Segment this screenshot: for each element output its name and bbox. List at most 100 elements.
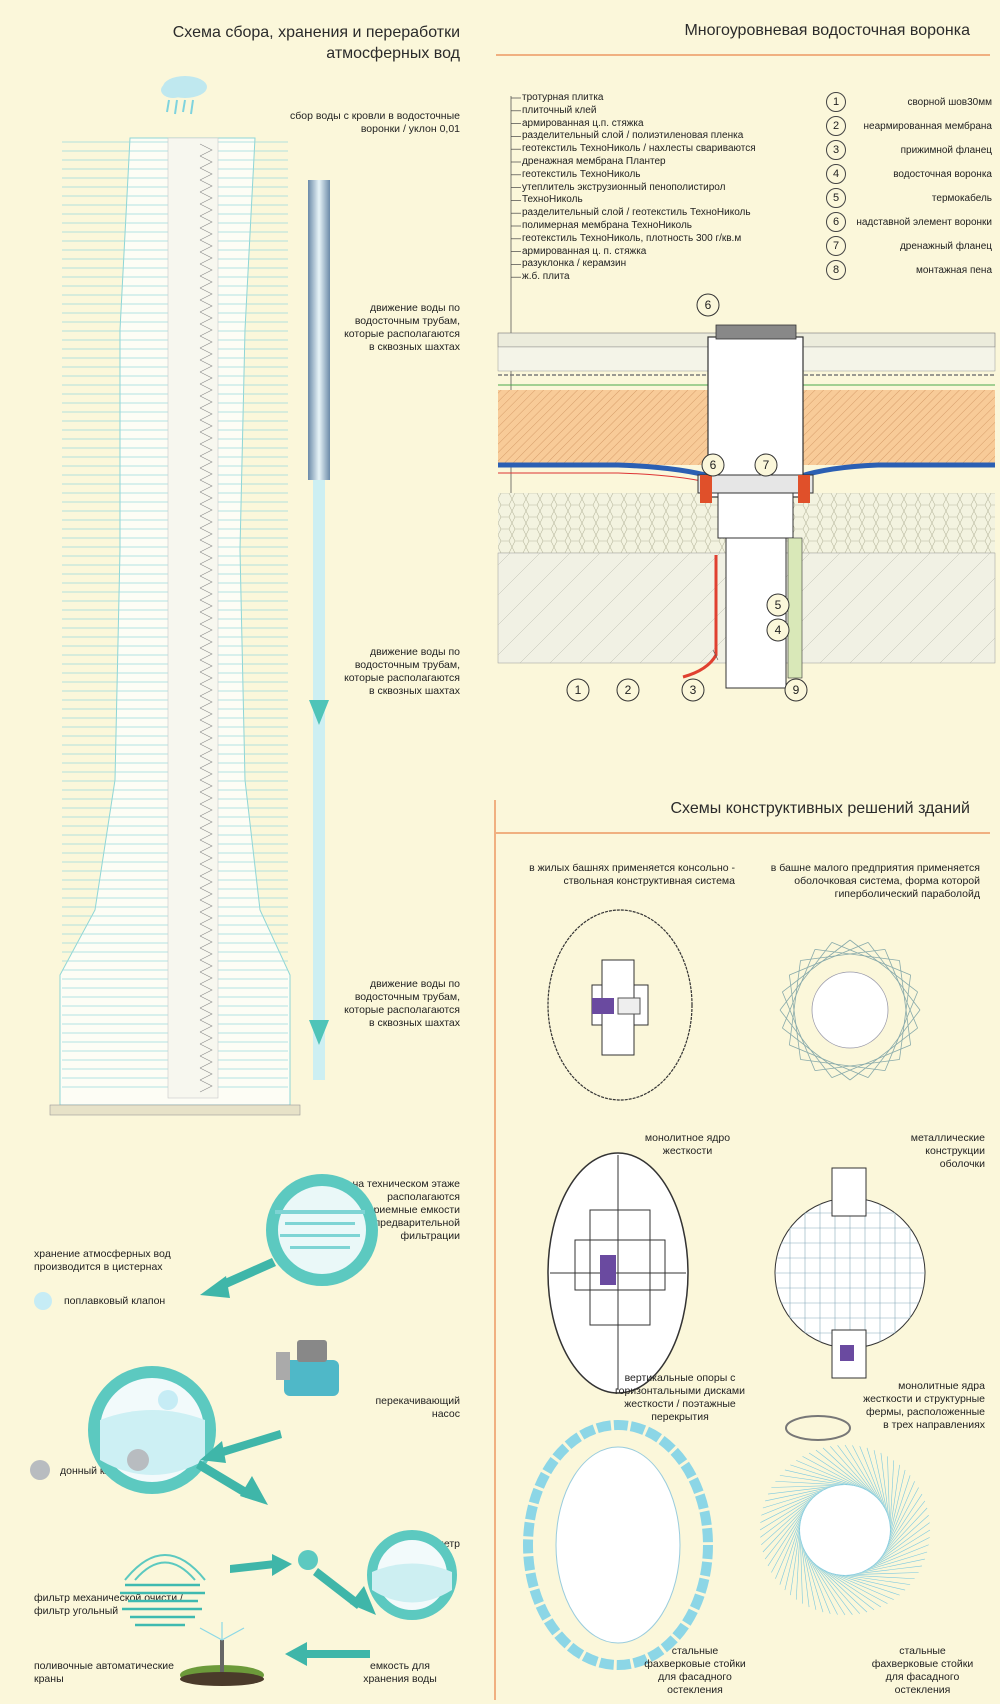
shell-strut <box>782 991 816 1071</box>
spiral-strut <box>815 1449 876 1498</box>
spiral-strut <box>884 1481 915 1552</box>
shell-strut <box>884 949 918 1029</box>
spiral-strut <box>873 1450 890 1525</box>
spiral-strut <box>854 1551 928 1575</box>
vertical-divider <box>494 800 496 1700</box>
stair-flight <box>199 551 213 565</box>
label-move1: движение воды по водосточным трубам, кот… <box>344 302 460 353</box>
shell-strut <box>779 1009 833 1078</box>
spiral-strut <box>784 1469 859 1488</box>
label-pump: перекачивающий насос <box>375 1395 460 1420</box>
shell-strut <box>884 991 918 1071</box>
spiral-strut <box>886 1475 911 1548</box>
legend-number: 5 <box>826 188 846 208</box>
downpipe <box>308 180 330 1080</box>
layer-item: тротурная плитка <box>522 92 604 103</box>
stair-flight <box>199 971 213 985</box>
spiral-strut <box>775 1508 806 1579</box>
stair-flight <box>199 299 213 313</box>
struct-title: Схемы конструктивных решений зданий <box>670 800 970 817</box>
stair-flight <box>199 503 213 517</box>
spiral-strut <box>795 1523 801 1600</box>
spiral-strut <box>806 1553 853 1615</box>
spiral-strut <box>866 1447 890 1521</box>
stair-flight <box>199 995 213 1009</box>
spiral-strut <box>767 1484 844 1495</box>
label-tank: емкость для хранения воды <box>363 1660 437 1685</box>
layer-item: дренажная мембрана Плантер <box>522 155 666 167</box>
layer-item: плиточный клей <box>522 104 597 116</box>
stair-flight <box>199 431 213 445</box>
spiral-strut <box>800 1535 817 1610</box>
stair-flight <box>199 1067 213 1081</box>
spiral-strut <box>817 1565 882 1608</box>
stair-flight <box>199 947 213 961</box>
spiral-strut <box>887 1469 906 1544</box>
water-flow-diagram <box>88 1174 457 1686</box>
stair-flight <box>199 491 213 505</box>
spiral-strut <box>846 1565 923 1576</box>
stair-flight <box>199 863 213 877</box>
stair-flight <box>199 623 213 637</box>
legend-text: дренажный фланец <box>899 241 992 252</box>
stair-flight <box>199 455 213 469</box>
stair-flight <box>199 323 213 337</box>
spiral-strut <box>859 1446 889 1517</box>
stair-flight <box>199 143 213 157</box>
stair-flight <box>199 779 213 793</box>
callout-number: 1 <box>575 683 582 697</box>
stair-flight <box>199 803 213 817</box>
stair-flight <box>199 959 213 973</box>
callout-circle <box>681 678 705 702</box>
shell-strut <box>782 949 816 1029</box>
label-metal: металлические конструкции оболочки <box>910 1132 985 1170</box>
stair-flight <box>199 755 213 769</box>
spiral-strut <box>779 1512 804 1585</box>
bottom-valve-icon <box>30 1460 50 1480</box>
stair-flight <box>199 767 213 781</box>
label-move3: движение воды по водосточным трубам, кот… <box>344 978 460 1029</box>
stair-flight <box>199 1079 213 1093</box>
spiral-strut <box>762 1496 816 1553</box>
stair-flight <box>199 1043 213 1057</box>
layer-item: ж.б. плита <box>522 271 570 283</box>
legend-number: 7 <box>826 236 846 256</box>
stair-flight <box>199 287 213 301</box>
spiral-strut <box>802 1456 870 1493</box>
stair-flight <box>199 371 213 385</box>
legend-number: 3 <box>826 140 846 160</box>
spiral-strut <box>868 1522 930 1569</box>
shell-strut <box>814 948 900 961</box>
spiral-strut <box>861 1537 930 1572</box>
stair-flight <box>199 875 213 889</box>
legend-text: надставной элемент воронки <box>856 217 992 228</box>
callout-number: 6 <box>705 298 712 312</box>
stair-flight <box>199 827 213 841</box>
spiral-strut <box>761 1493 819 1545</box>
spiral-strut <box>800 1539 824 1613</box>
stair-flight <box>199 467 213 481</box>
struct-col2-head: в башне малого предприятия применяется о… <box>770 862 980 900</box>
left-title-line1: Схема сбора, хранения и переработки <box>172 24 460 41</box>
spiral-strut <box>820 1567 888 1604</box>
spiral-strut <box>814 1562 875 1611</box>
label-storage: хранение атмосферных вод производится в … <box>34 1248 171 1273</box>
spiral-strut <box>803 1546 838 1615</box>
spiral-strut <box>775 1480 852 1486</box>
legend-number: 8 <box>826 260 846 280</box>
shell-strut <box>867 942 921 1011</box>
rain-cloud-icon <box>161 76 207 115</box>
tower-elevation <box>49 137 301 1116</box>
shell-strut <box>788 960 801 1046</box>
spiral-strut <box>874 1507 928 1564</box>
struct-title-rule <box>496 832 990 834</box>
stair-flight <box>199 599 213 613</box>
stair-flight <box>199 251 213 265</box>
layer-item: утеплитель экструзионный пенополистирол <box>522 181 726 193</box>
shell-strut <box>800 948 886 961</box>
